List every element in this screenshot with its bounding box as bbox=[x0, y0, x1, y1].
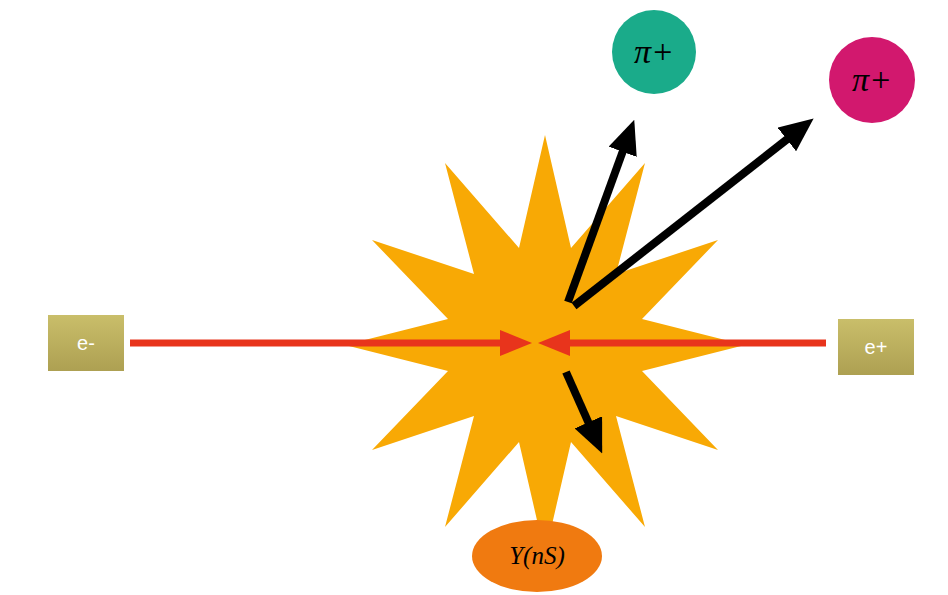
pion-track bbox=[574, 137, 790, 306]
node-label: e+ bbox=[865, 336, 888, 358]
positron-arrowhead bbox=[538, 330, 570, 356]
electron-arrowhead bbox=[500, 330, 532, 356]
node-label: e- bbox=[77, 332, 95, 354]
particle-circle: π+ bbox=[829, 37, 915, 123]
electron-beam bbox=[130, 340, 505, 347]
beam-label-box: e+ bbox=[838, 319, 914, 375]
positron-beam bbox=[566, 340, 826, 347]
node-label: Υ(nS) bbox=[509, 542, 565, 570]
upsilon-track bbox=[566, 372, 590, 426]
particle-ellipse: Υ(nS) bbox=[472, 520, 602, 592]
node-label: π+ bbox=[634, 33, 674, 70]
node-label: π+ bbox=[852, 61, 892, 98]
pion-track bbox=[568, 148, 624, 302]
particle-circle: π+ bbox=[612, 10, 696, 94]
beam-label-box: e- bbox=[48, 315, 124, 371]
